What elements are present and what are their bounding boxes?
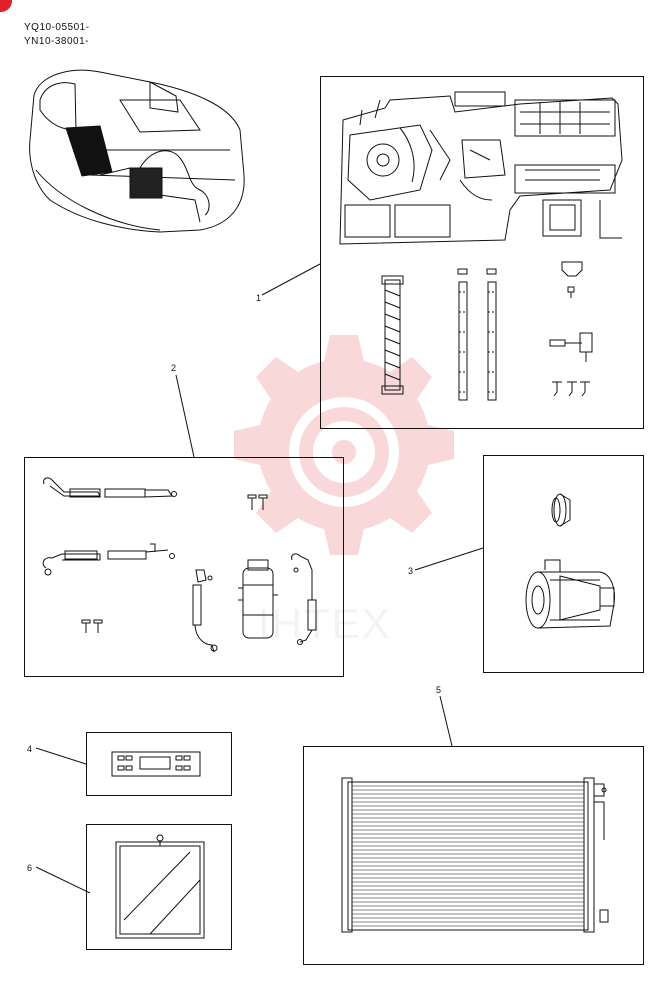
flexible-duct-hose bbox=[381, 275, 404, 395]
bolt-pair-lower bbox=[81, 619, 103, 633]
callout-1: 1 bbox=[256, 293, 262, 303]
ac-control-panel bbox=[111, 751, 201, 777]
callout-4: 4 bbox=[27, 744, 33, 754]
leader-line-2 bbox=[175, 374, 195, 458]
condenser-core bbox=[341, 777, 595, 933]
panel-2 bbox=[24, 457, 344, 677]
leader-line-4 bbox=[35, 747, 87, 765]
leader-line-3 bbox=[414, 547, 484, 571]
ac-compressor bbox=[525, 559, 615, 629]
leader-line-1 bbox=[261, 263, 321, 296]
serial-number-2: YN10-38001- bbox=[24, 36, 89, 47]
bolt-pair-upper bbox=[247, 494, 268, 510]
air-filter bbox=[115, 834, 205, 939]
leader-line-5 bbox=[439, 695, 453, 747]
callout-3: 3 bbox=[408, 566, 414, 576]
mounting-bracket-icon bbox=[561, 261, 583, 298]
refrigerant-hose-3 bbox=[192, 569, 218, 653]
refrigerant-hose-2 bbox=[42, 543, 175, 576]
panel-3 bbox=[483, 455, 644, 673]
sensor-clip-icon bbox=[549, 332, 593, 362]
watermark-text: IHTEX bbox=[258, 600, 392, 647]
seal-strip-right bbox=[486, 268, 497, 401]
callout-5: 5 bbox=[436, 685, 442, 695]
callout-6: 6 bbox=[27, 863, 33, 873]
refrigerant-hose-4 bbox=[291, 553, 317, 645]
callout-2: 2 bbox=[171, 363, 177, 373]
hvac-unit-assembly bbox=[339, 91, 623, 245]
compressor-pulley bbox=[551, 493, 571, 527]
condenser-fittings bbox=[594, 783, 609, 923]
condenser-fins bbox=[352, 785, 584, 927]
panel-5 bbox=[303, 746, 644, 965]
panel-6 bbox=[86, 824, 232, 950]
serial-number-1: YQ10-05501- bbox=[24, 22, 90, 33]
leader-line-6 bbox=[35, 866, 91, 894]
clip-fasteners-icon bbox=[552, 381, 590, 397]
panel-1 bbox=[320, 76, 644, 429]
receiver-drier bbox=[238, 559, 278, 639]
machine-overview-illustration bbox=[29, 69, 245, 233]
seal-strip-left bbox=[457, 268, 468, 401]
refrigerant-hose-1 bbox=[43, 477, 177, 498]
panel-4 bbox=[86, 732, 232, 796]
